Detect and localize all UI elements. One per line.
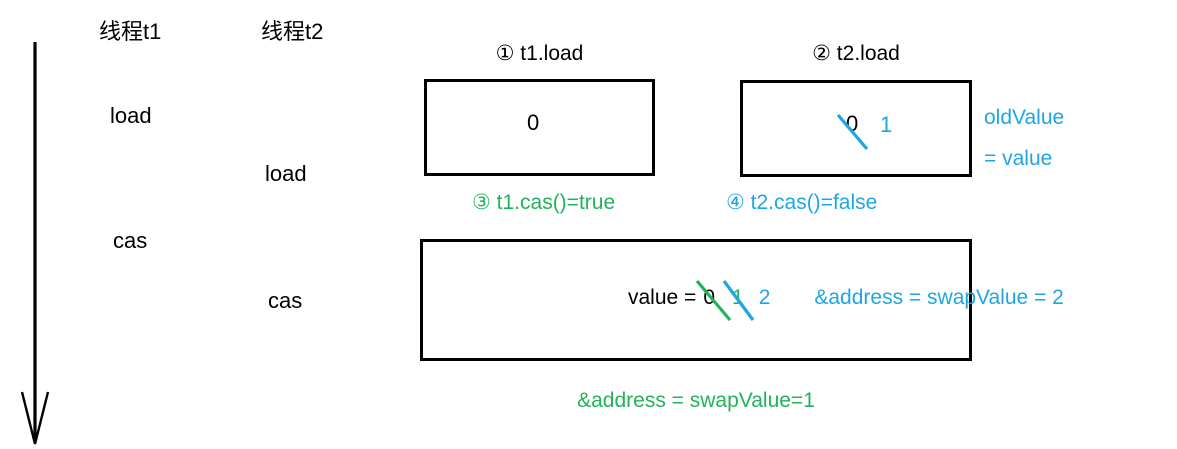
t2-load-label: load	[265, 161, 307, 186]
t1-value-box: 0	[424, 79, 655, 176]
thread-t1-label: 线程t1	[99, 19, 162, 44]
step1-title: ① t1.load	[495, 42, 584, 65]
memory-value-t2: 2	[758, 286, 771, 309]
swap-note-blue: &address = swapValue = 2	[814, 286, 1064, 309]
t2-new-value: 1	[880, 112, 893, 137]
t2-value-box: 0 1	[740, 80, 972, 177]
step4-caption: ④ t2.cas()=false	[726, 191, 878, 214]
memory-value-initial-wrap: 0	[696, 279, 732, 322]
strike-blue-icon	[836, 113, 869, 151]
memory-value-t1: 1	[732, 286, 744, 309]
memory-value-t1-wrap: 1	[722, 280, 755, 321]
step3-caption: ③ t1.cas()=true	[472, 191, 616, 214]
swap-note-green: &address = swapValue=1	[577, 389, 815, 412]
t1-load-label: load	[110, 103, 152, 128]
t1-cas-label: cas	[113, 228, 148, 253]
t2-cas-label: cas	[268, 288, 303, 313]
oldvalue-note-line2: = value	[984, 147, 1053, 170]
memory-value-label: value =	[628, 286, 697, 309]
timeline-arrow-icon	[20, 42, 50, 445]
oldvalue-note-line1: oldValue	[984, 106, 1065, 129]
t1-loaded-value: 0	[527, 110, 540, 135]
step2-title: ② t2.load	[812, 42, 900, 65]
memory-value-initial: 0	[703, 286, 715, 309]
oldvalue-note: oldValue = value	[984, 97, 1064, 179]
thread-t2-label: 线程t2	[261, 19, 324, 44]
